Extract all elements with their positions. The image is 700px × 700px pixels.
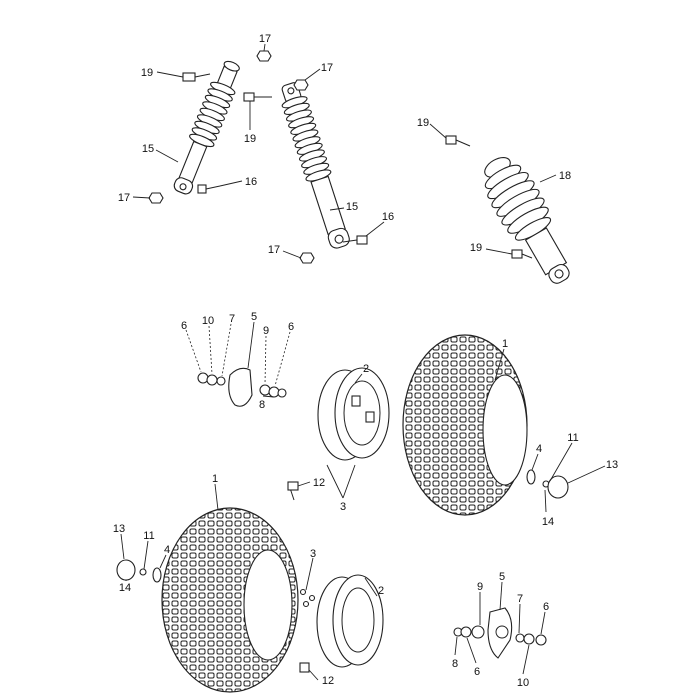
callout-12: 12: [313, 477, 325, 489]
shock-absorber-center: [281, 82, 350, 249]
callout-5: 5: [499, 571, 505, 583]
callout-6: 6: [543, 601, 549, 613]
callout-7: 7: [229, 313, 235, 325]
callout-19: 19: [244, 133, 256, 145]
callout-15: 15: [346, 201, 358, 213]
callout-labels: 17 19 17 19 15 16 17 15 16 17 19 18 19 6…: [113, 33, 618, 689]
shock-absorber-left: [173, 60, 240, 195]
callout-11: 11: [567, 432, 578, 444]
callout-6: 6: [288, 321, 294, 333]
callout-5: 5: [251, 311, 257, 323]
rim-upper: [317, 367, 390, 461]
callout-9: 9: [477, 581, 483, 593]
tire-upper: [402, 334, 528, 516]
callout-18: 18: [559, 170, 571, 182]
tire-lower: [161, 507, 299, 693]
callout-4: 4: [536, 443, 542, 455]
callout-13: 13: [113, 523, 125, 535]
callout-11: 11: [143, 530, 154, 542]
callout-13: 13: [606, 459, 618, 471]
callout-12: 12: [322, 675, 334, 687]
callout-1: 1: [502, 338, 508, 350]
leader-lines: [120, 43, 606, 681]
callout-8: 8: [259, 399, 265, 411]
hub-assembly-upper: [197, 367, 287, 407]
callout-15: 15: [142, 143, 154, 155]
shock-absorber-rear: [484, 156, 570, 284]
callout-3: 3: [310, 548, 316, 560]
callout-17: 17: [118, 192, 130, 204]
callout-8: 8: [452, 658, 458, 670]
callout-16: 16: [382, 211, 394, 223]
callout-17: 17: [259, 33, 271, 45]
callout-16: 16: [245, 176, 257, 188]
callout-6: 6: [181, 320, 187, 332]
callout-14: 14: [119, 582, 131, 594]
callout-3: 3: [340, 501, 346, 513]
callout-10: 10: [202, 315, 214, 327]
callout-2: 2: [363, 363, 369, 375]
hub-assembly-lower: [453, 607, 547, 659]
callout-6: 6: [474, 666, 480, 678]
callout-17: 17: [321, 62, 333, 74]
callout-4: 4: [164, 544, 170, 556]
callout-14: 14: [542, 516, 554, 528]
callout-2: 2: [378, 585, 384, 597]
callout-9: 9: [263, 325, 269, 337]
rim-lower: [316, 574, 384, 668]
callout-19: 19: [417, 117, 429, 129]
callout-10: 10: [517, 677, 529, 689]
callout-7: 7: [517, 593, 523, 605]
callout-17: 17: [268, 244, 280, 256]
callout-19: 19: [141, 67, 153, 79]
callout-1: 1: [212, 473, 218, 485]
callout-19: 19: [470, 242, 482, 254]
wheel-hardware-lower: [116, 559, 316, 673]
